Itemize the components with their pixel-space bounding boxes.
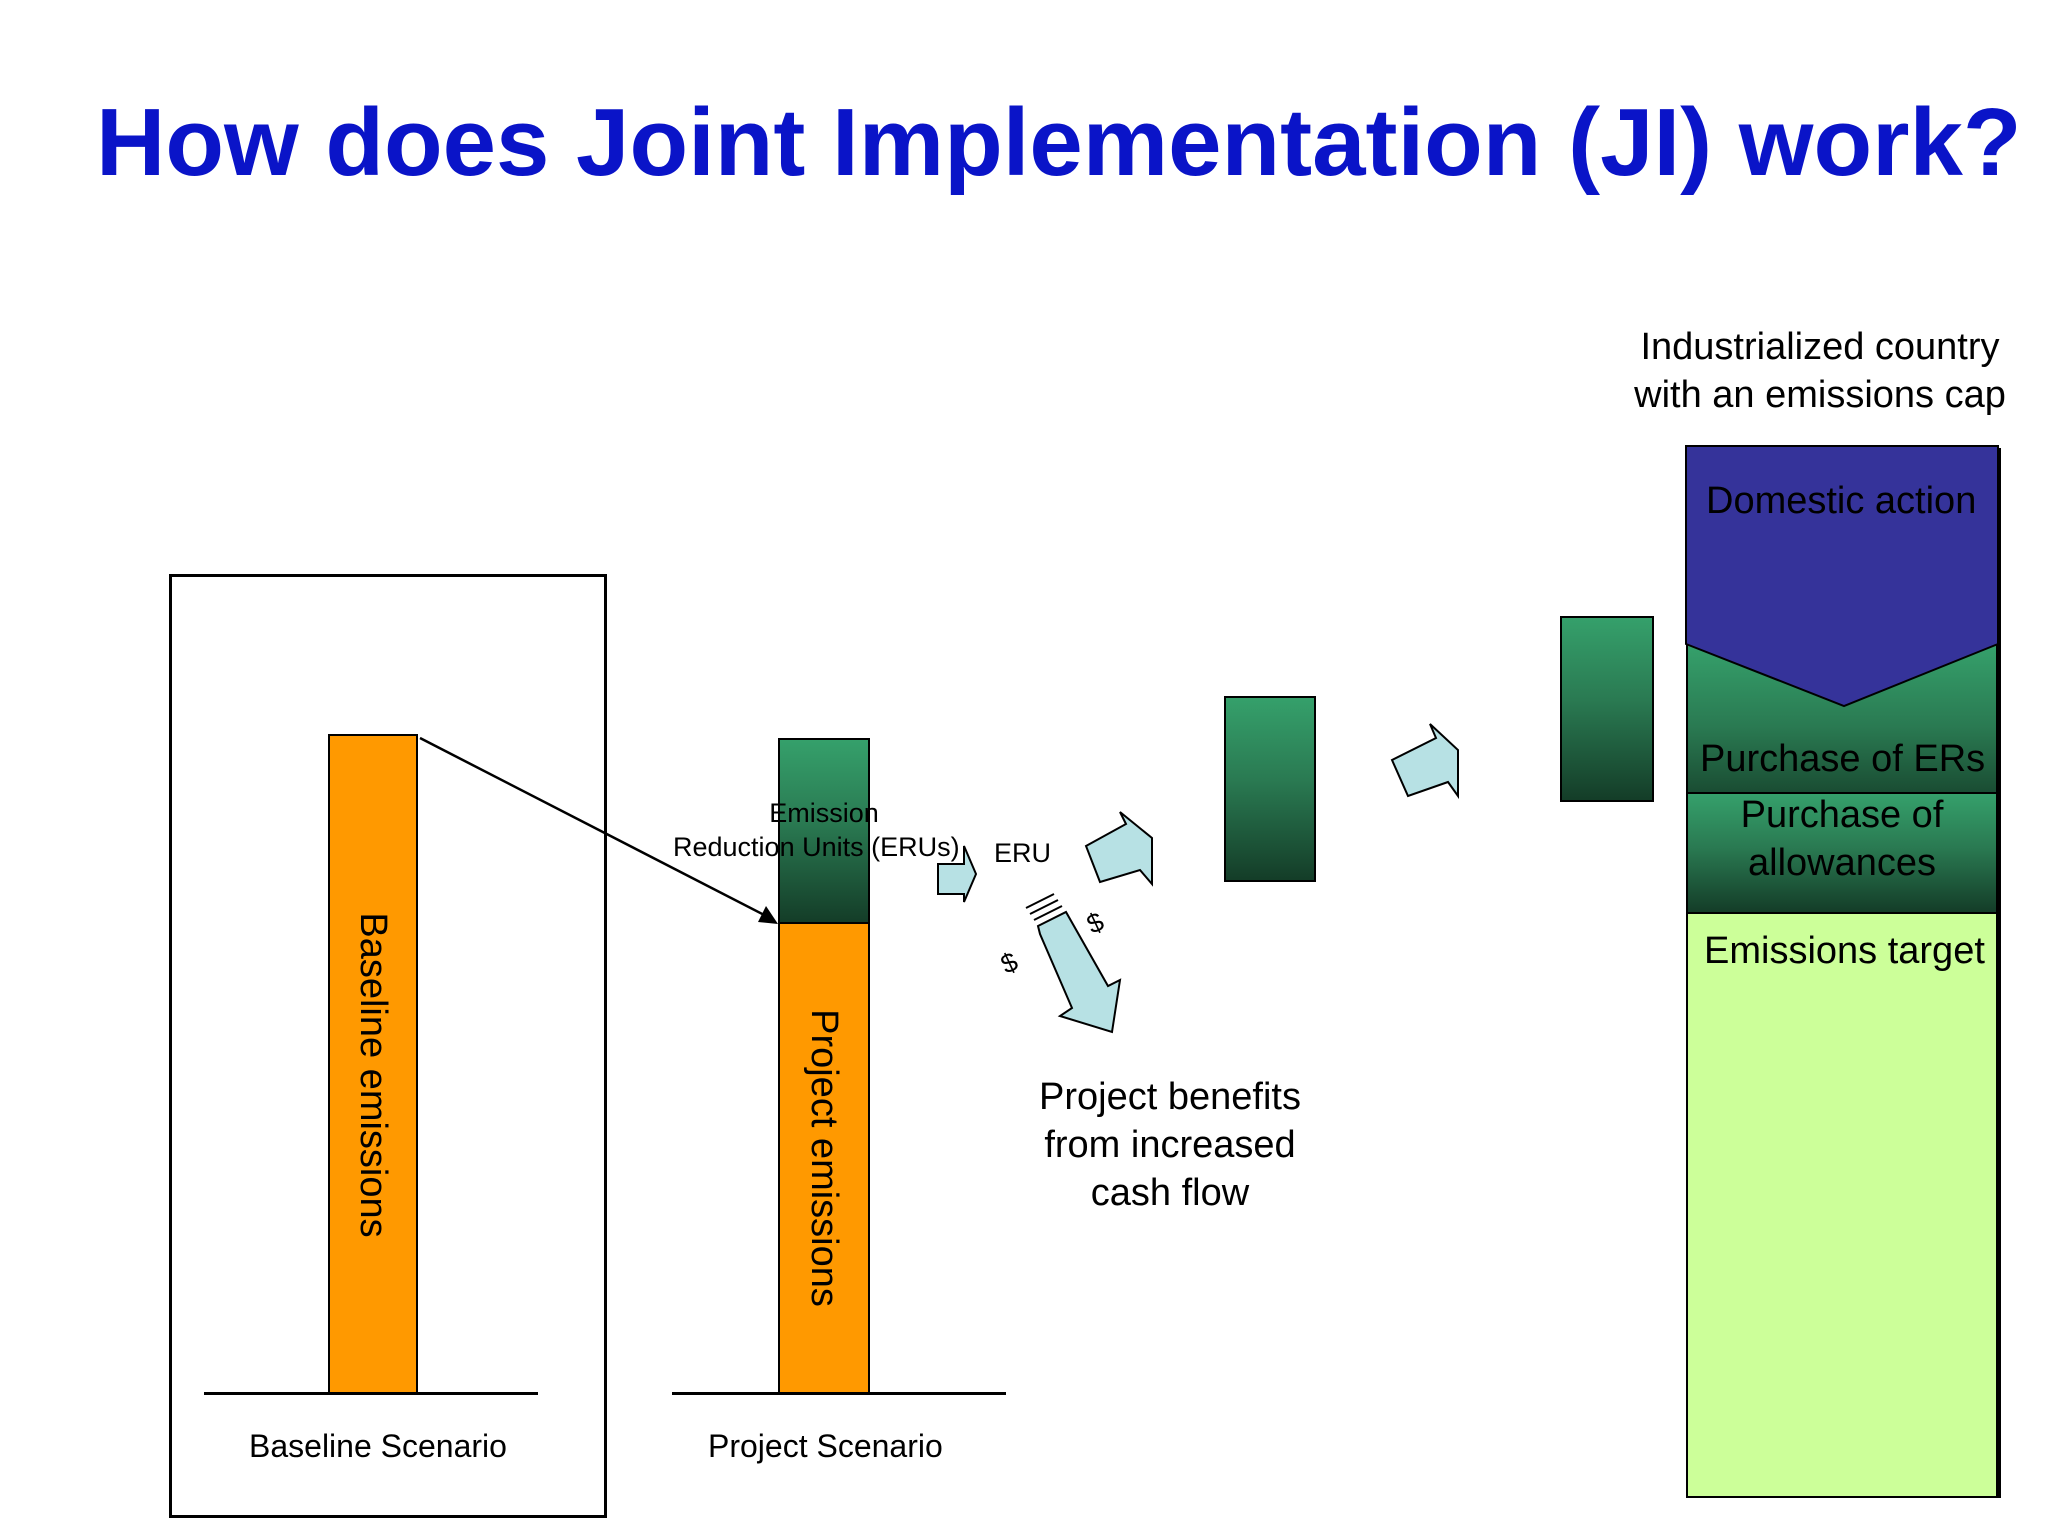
project-benefit-line1: Project benefits (1039, 1076, 1301, 1118)
domestic-action-label: Domestic action (1706, 480, 1977, 522)
transfer-box-1 (1224, 696, 1316, 882)
arrowhead (758, 906, 778, 924)
flow-arrow-1 (1084, 811, 1153, 887)
project-emissions-bar (778, 922, 870, 1394)
purchase-allowances-label-line1: Purchase of (1740, 794, 1944, 836)
project-benefit-line3: cash flow (1090, 1172, 1250, 1214)
emissions-target-label: Emissions target (1704, 930, 1985, 972)
eru-small-arrow (937, 845, 978, 903)
baseline-to-project-arrow (419, 736, 771, 920)
eru-label-line2: Reduction Units (ERUs) (673, 832, 960, 862)
industrialized-heading-line2: with an emissions cap (1634, 374, 2006, 416)
project-benefit-line2: from increased (1044, 1124, 1296, 1166)
flow-arrow-2 (1390, 723, 1459, 800)
cash-flow-arrow (1036, 910, 1122, 1034)
eru-flow-label: ERU (994, 838, 1052, 868)
baseline-scenario-frame (169, 574, 607, 1518)
purchase-allowances-label-line2: allowances (1748, 842, 1936, 884)
baseline-scenario-label: Baseline Scenario (249, 1428, 507, 1464)
domestic-action-block (1685, 445, 1999, 708)
industrialized-heading-line1: Industrialized country (1640, 326, 2000, 368)
project-scenario-label: Project Scenario (708, 1428, 943, 1464)
baseline-emissions-bar (328, 734, 418, 1394)
page-title: How does Joint Implementation (JI) work? (96, 89, 2022, 196)
eru-segment-bar (778, 738, 870, 924)
eru-label-line1: Emission (769, 798, 879, 828)
transfer-box-2 (1560, 616, 1654, 802)
purchase-ers-label: Purchase of ERs (1700, 738, 1986, 780)
